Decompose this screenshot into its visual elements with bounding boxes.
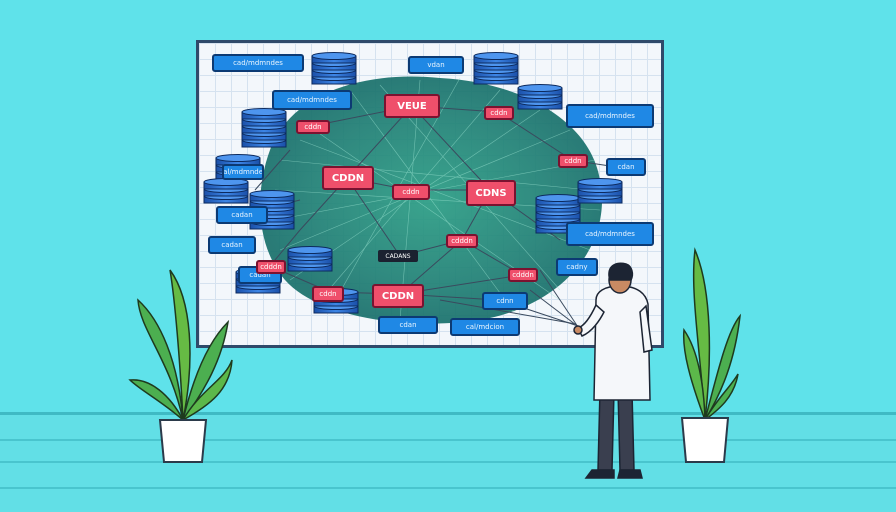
blue-label-5: cadan [216,206,268,224]
blue-label-12: cal/mdcion [450,318,520,336]
blue-label-13: cal/mdmndes [222,164,264,180]
plant-icon [128,269,233,463]
blue-label-10: cdnn [482,292,528,310]
database-disk-top [287,246,333,254]
red-label-0: VEUE [384,94,440,118]
red-label-9: cdddn [256,260,286,274]
red-label-8: cdddn [446,234,478,248]
floor [0,412,896,512]
blue-label-11: cdan [378,316,438,334]
database-disk-top [517,84,563,92]
database-icon [203,52,623,314]
blue-label-2: cad/mdmndes [272,90,352,110]
database-disk-top [535,194,581,202]
red-label-3: CDDN [372,284,424,308]
database-disk-top [473,52,519,60]
blue-label-4: cdan [606,158,646,176]
red-label-4: cddn [296,120,330,134]
blue-label-1: vdan [408,56,464,74]
database-disk-top [241,108,287,116]
database-disk-top [577,178,623,186]
blue-label-8: cad/mdmndes [566,222,654,246]
red-label-6: cddn [558,154,588,168]
red-label-5: cddn [484,106,514,120]
red-label-1: CDDN [322,166,374,190]
blue-label-6: cadan [208,236,256,254]
red-label-7: cddn [392,184,430,200]
blue-label-9: cadny [556,258,598,276]
plant-icon [680,247,742,463]
person-icon [573,262,653,479]
blue-label-3: cad/mdmndes [566,104,654,128]
database-disk-top [311,52,357,60]
dark-label-0: CADANS [378,250,418,262]
red-label-11: cdddn [508,268,538,282]
red-label-10: cddn [312,286,344,302]
blue-label-0: cad/mdmndes [212,54,304,72]
red-label-2: CDNS [466,180,516,206]
database-disk-top [249,190,295,198]
database-disk-top [215,154,261,162]
